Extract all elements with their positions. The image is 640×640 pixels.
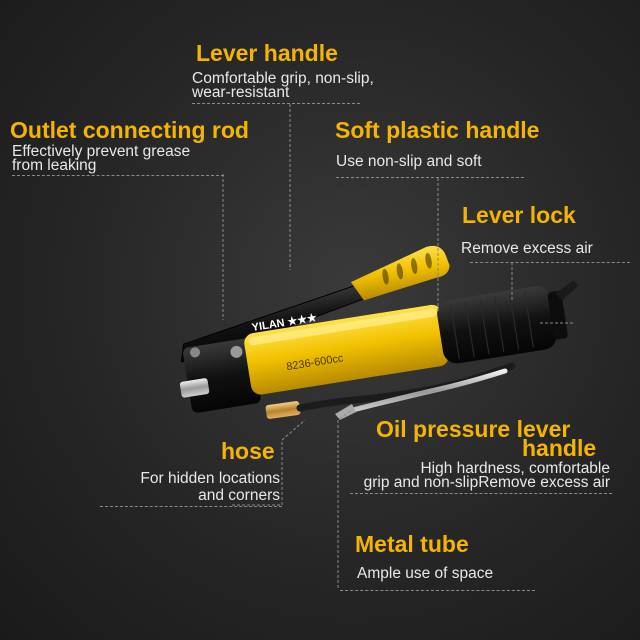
divider bbox=[192, 103, 360, 104]
oil-lever-desc: High hardness, comfortable grip and non-… bbox=[363, 460, 610, 491]
soft-handle-title: Soft plastic handle bbox=[335, 117, 540, 143]
divider bbox=[12, 175, 224, 176]
oil-lever-title-line1: Oil pressure lever bbox=[376, 416, 571, 442]
lever-lock-title: Lever lock bbox=[462, 202, 576, 228]
divider bbox=[470, 262, 630, 263]
metal-tube-line bbox=[342, 368, 508, 415]
oil-lever-title-line2: handle bbox=[522, 435, 597, 461]
hose-desc: For hidden locations and corners bbox=[140, 470, 280, 504]
coupler bbox=[265, 401, 301, 419]
lever-handle-desc: Comfortable grip, non-slip, wear-resista… bbox=[192, 70, 374, 101]
divider bbox=[336, 177, 524, 178]
hose-title: hose bbox=[221, 438, 275, 464]
metal-tube-desc: Ample use of space bbox=[357, 565, 494, 582]
lever-lock-desc: Remove excess air bbox=[461, 240, 593, 257]
outlet-rod-title: Outlet connecting rod bbox=[10, 117, 249, 143]
divider bbox=[350, 493, 612, 494]
metal-tube-title: Metal tube bbox=[355, 531, 469, 557]
divider bbox=[100, 506, 282, 507]
barrel bbox=[244, 304, 449, 395]
lever-handle-title: Lever handle bbox=[196, 40, 338, 66]
outlet-rod-desc: Effectively prevent grease from leaking bbox=[12, 143, 191, 174]
soft-handle-desc: Use non-slip and soft bbox=[336, 153, 482, 170]
leader-lines bbox=[222, 104, 575, 590]
divider bbox=[340, 590, 535, 591]
